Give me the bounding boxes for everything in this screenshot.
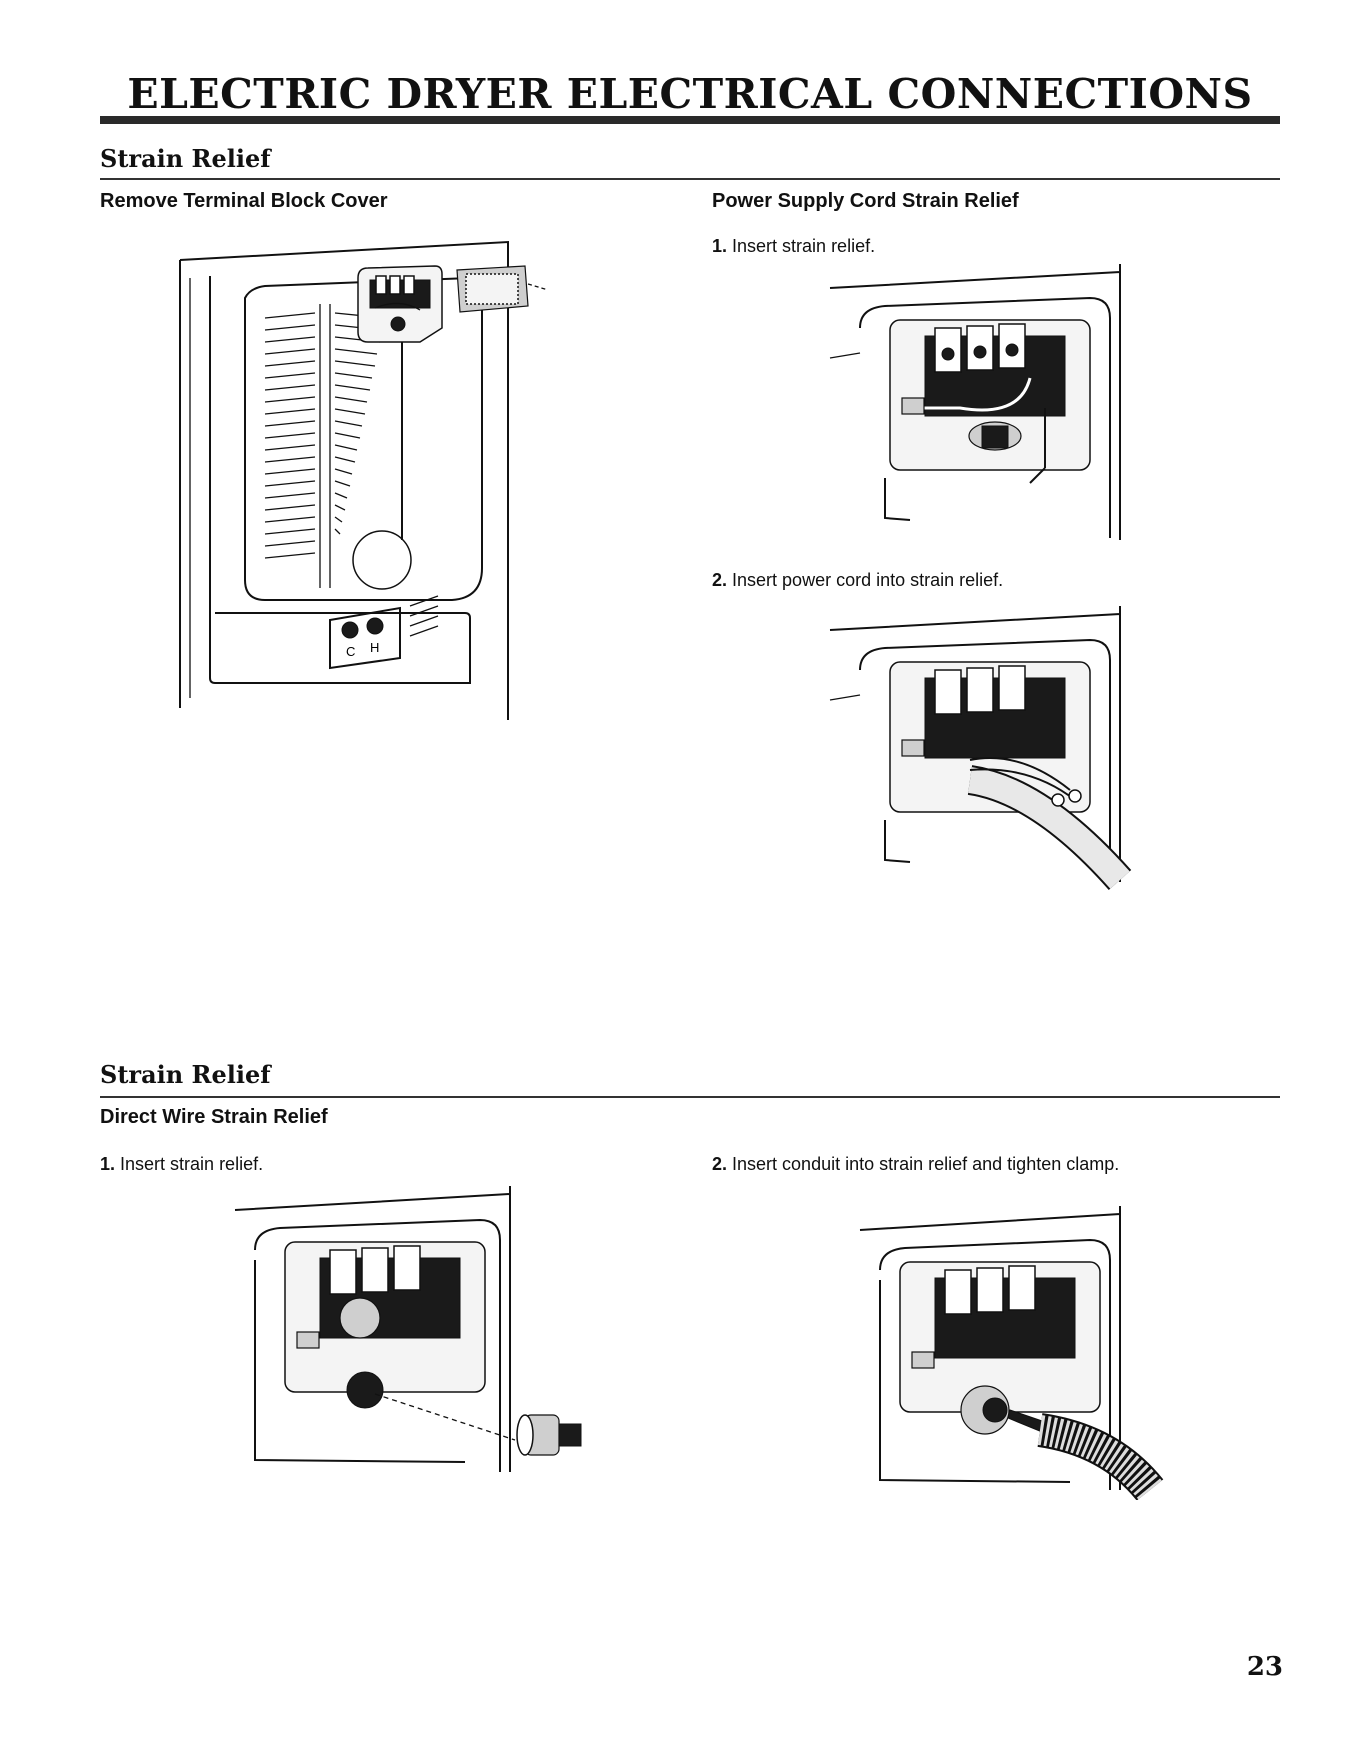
hot-label: H	[370, 640, 379, 655]
power-cord	[967, 757, 1132, 890]
page-number: 23	[1246, 1652, 1283, 1682]
strain-relief-nut	[339, 1297, 381, 1339]
direct-wire-heading: Direct Wire Strain Relief	[100, 1106, 328, 1128]
power-cord-step-2: 2. Insert power cord into strain relief.	[712, 570, 1003, 591]
section-1-rule	[100, 178, 1280, 180]
conduit	[1037, 1413, 1164, 1500]
direct-wire-step-1: 1. Insert strain relief.	[100, 1154, 263, 1175]
step-text: Insert strain relief.	[732, 236, 876, 256]
dryer-back-figure: C H	[179, 240, 549, 720]
direction-arrow	[1007, 1409, 1046, 1433]
terminal-block-opening	[357, 265, 443, 343]
step-text: Insert conduit into strain relief and ti…	[732, 1154, 1120, 1174]
section-1-title: Strain Relief	[100, 144, 271, 173]
step-text: Insert power cord into strain relief.	[732, 570, 1004, 590]
title-rule	[100, 116, 1280, 124]
step-number: 1.	[712, 236, 728, 256]
power-cord-step-1: 1. Insert strain relief.	[712, 236, 875, 257]
step-number: 1.	[100, 1154, 116, 1174]
section-2-title: Strain Relief	[100, 1060, 271, 1089]
section-2-rule	[100, 1096, 1280, 1098]
wire-opening	[346, 1371, 384, 1409]
direct-wire-step-2: 2. Insert conduit into strain relief and…	[712, 1154, 1119, 1175]
power-cord-step2-figure	[829, 606, 1132, 890]
direct-wire-strain-relief-part	[516, 1414, 582, 1456]
remove-cover-heading: Remove Terminal Block Cover	[100, 190, 388, 212]
cold-label: C	[346, 644, 355, 659]
power-cord-heading: Power Supply Cord Strain Relief	[712, 190, 1019, 212]
step-text: Insert strain relief.	[120, 1154, 264, 1174]
terminal-block-cover	[456, 265, 549, 313]
direct-wire-step1-figure	[234, 1186, 582, 1472]
step-number: 2.	[712, 1154, 728, 1174]
step-number: 2.	[712, 570, 728, 590]
page-title: ELECTRIC DRYER ELECTRICAL CONNECTIONS	[127, 70, 1253, 118]
strain-relief-clamp	[968, 421, 1022, 451]
direct-wire-step2-figure	[859, 1206, 1164, 1500]
hot-cold-inlets: C H	[329, 595, 439, 670]
power-cord-step1-figure	[829, 264, 1121, 540]
exhaust-knob	[352, 530, 412, 590]
